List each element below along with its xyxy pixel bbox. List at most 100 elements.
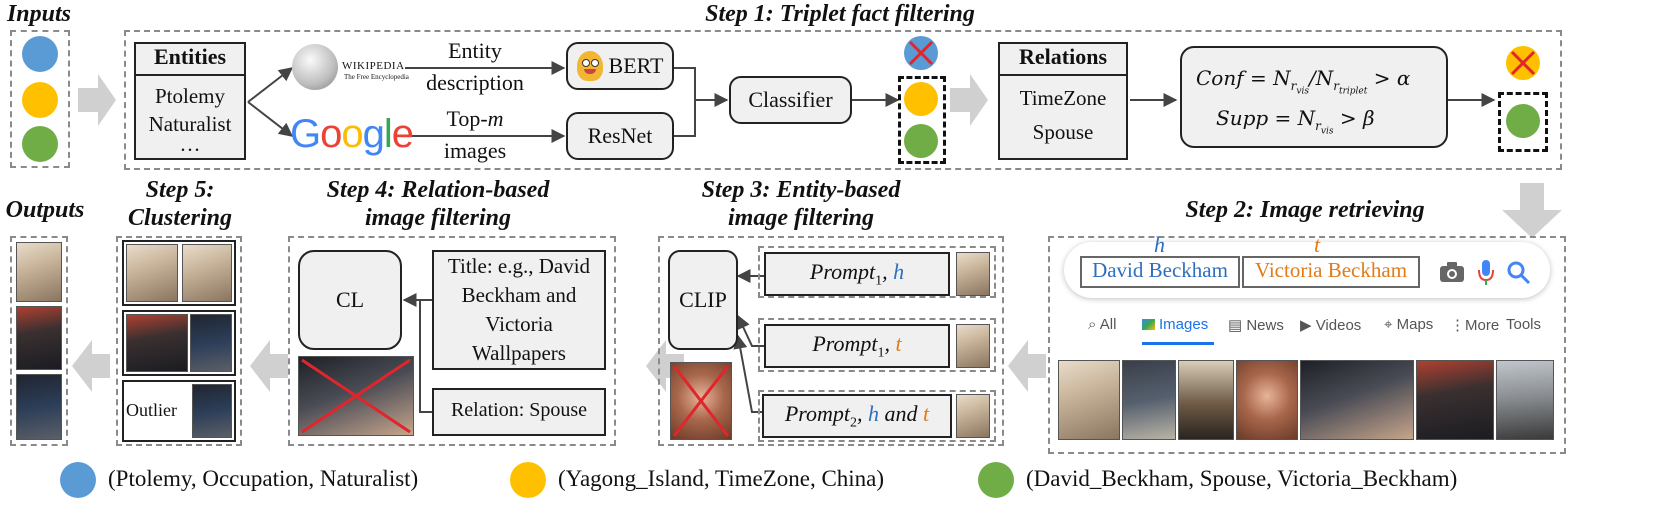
legend-text-green: (David_Beckham, Spouse, Victoria_Beckham… — [1026, 466, 1458, 491]
prompt-row-2 — [758, 318, 996, 372]
relation-box — [432, 388, 606, 436]
title-box — [432, 250, 606, 370]
wikipedia-tagline: The Free Encyclopedia — [344, 73, 409, 81]
reject-x-icon — [1510, 50, 1536, 76]
result-image[interactable] — [1416, 360, 1494, 440]
entity-item: Ptolemy — [154, 84, 225, 108]
tab-images[interactable]: Images — [1142, 316, 1208, 333]
google-logo: Google — [290, 112, 414, 156]
query-t-text: Victoria Beckham — [1254, 258, 1408, 282]
microphone-icon[interactable] — [1476, 258, 1496, 286]
block-arrow-step2-to-3 — [1008, 340, 1046, 392]
block-arrow-step3-to-4 — [646, 340, 684, 392]
prompt-box-3 — [762, 394, 952, 438]
step4-box — [288, 236, 616, 446]
prompt-box-1 — [764, 252, 950, 296]
step4-title-line1: Step 4: Relation-based — [326, 177, 550, 203]
reject-x-icon — [301, 358, 411, 434]
entities-divider — [134, 74, 246, 76]
step3-box — [658, 236, 1004, 446]
result-image[interactable] — [1300, 360, 1414, 440]
legend-dot-blue — [60, 462, 96, 498]
step3-title-line1: Step 3: Entity-based — [701, 177, 901, 203]
inputs-box — [10, 30, 70, 168]
legend-dot-green — [978, 462, 1014, 498]
tab-images-underline — [1142, 342, 1214, 345]
outputs-title: Outputs — [5, 197, 85, 223]
input-dot-green — [22, 126, 58, 162]
prompt-row-1 — [758, 246, 996, 298]
output-image — [16, 306, 62, 370]
cl-label: CL — [335, 287, 365, 312]
tab-news-label: News — [1246, 317, 1284, 334]
step2-box — [1048, 236, 1566, 454]
block-arrow-inputs-to-step1 — [78, 74, 116, 126]
images-icon — [1142, 319, 1155, 330]
relations-box — [998, 42, 1128, 160]
supp-formula: Supp = Nrvis > β — [1216, 106, 1375, 137]
entity-description-line2: description — [426, 70, 524, 95]
legend-dot-yellow — [510, 462, 546, 498]
query-h-box[interactable] — [1080, 256, 1240, 288]
cluster-image — [126, 314, 188, 372]
result-image[interactable] — [1178, 360, 1234, 440]
tab-tools-label: Tools — [1506, 316, 1542, 333]
clip-box: CLIP — [668, 250, 738, 350]
topm-line2: images — [443, 138, 507, 163]
prompt-box-2 — [764, 324, 950, 368]
step5-box — [116, 236, 242, 446]
cluster-image — [126, 244, 178, 302]
result-image[interactable] — [1236, 360, 1298, 440]
prompt-image-3 — [956, 394, 990, 438]
relations-header: Relations — [1019, 44, 1107, 69]
classifier-label: Classifier — [748, 87, 833, 112]
tab-news[interactable]: ▤ News — [1228, 317, 1284, 334]
cluster-image — [182, 244, 232, 302]
t-label: t — [1314, 232, 1321, 257]
tab-more-label: More — [1465, 317, 1500, 334]
entities-header: Entities — [153, 44, 227, 69]
topm-line1: Top-m — [446, 106, 504, 131]
tab-all[interactable]: ⌕ All — [1088, 316, 1117, 333]
step3-title-line2: image filtering — [728, 205, 874, 231]
result-image[interactable] — [1122, 360, 1176, 440]
kept-yellow-dot — [904, 82, 938, 116]
relations-divider — [998, 74, 1128, 76]
query-h-text: David Beckham — [1092, 258, 1228, 282]
step5-title-line1: Step 5: — [145, 177, 215, 203]
tab-videos[interactable]: ▶ Videos — [1300, 317, 1362, 334]
resnet-box: ResNet — [566, 112, 674, 160]
outputs-box — [10, 236, 68, 446]
prompt-row-3 — [758, 390, 996, 442]
result-image[interactable] — [1058, 360, 1120, 440]
outlier-image — [192, 384, 232, 438]
result-image[interactable] — [1496, 360, 1554, 440]
kept-green-dot — [904, 124, 938, 158]
prompt-image-2 — [956, 324, 990, 368]
query-t-box[interactable] — [1242, 256, 1420, 288]
relation-item: Spouse — [1032, 120, 1094, 144]
input-dot-blue — [22, 36, 58, 72]
google-search-bar — [1064, 242, 1550, 298]
cl-box: CL — [298, 250, 402, 350]
bert-label: BERT — [608, 53, 664, 78]
camera-icon[interactable] — [1438, 260, 1466, 284]
kept-green-dot-final — [1506, 104, 1540, 138]
resnet-label: ResNet — [587, 123, 653, 148]
wikipedia-wordmark: WIKIPEDIA — [342, 60, 405, 72]
clip-label: CLIP — [679, 287, 727, 312]
tab-tools[interactable]: Tools — [1506, 316, 1541, 333]
entity-item: Naturalist — [148, 112, 232, 136]
cluster-image — [190, 314, 232, 372]
block-arrow-step5-to-out — [72, 340, 110, 392]
step4-title-line2: image filtering — [365, 205, 511, 231]
search-icon[interactable] — [1506, 260, 1532, 286]
tab-maps[interactable]: ⌖ Maps — [1384, 316, 1434, 333]
step1-title: Step 1: Triplet fact filtering — [705, 1, 975, 27]
tab-images-label: Images — [1159, 316, 1209, 333]
final-kept-box — [1498, 92, 1548, 152]
tab-more[interactable]: ⋮More — [1450, 317, 1500, 334]
bert-icon — [576, 51, 603, 81]
tab-all-label: All — [1099, 316, 1117, 333]
output-image — [16, 374, 62, 440]
